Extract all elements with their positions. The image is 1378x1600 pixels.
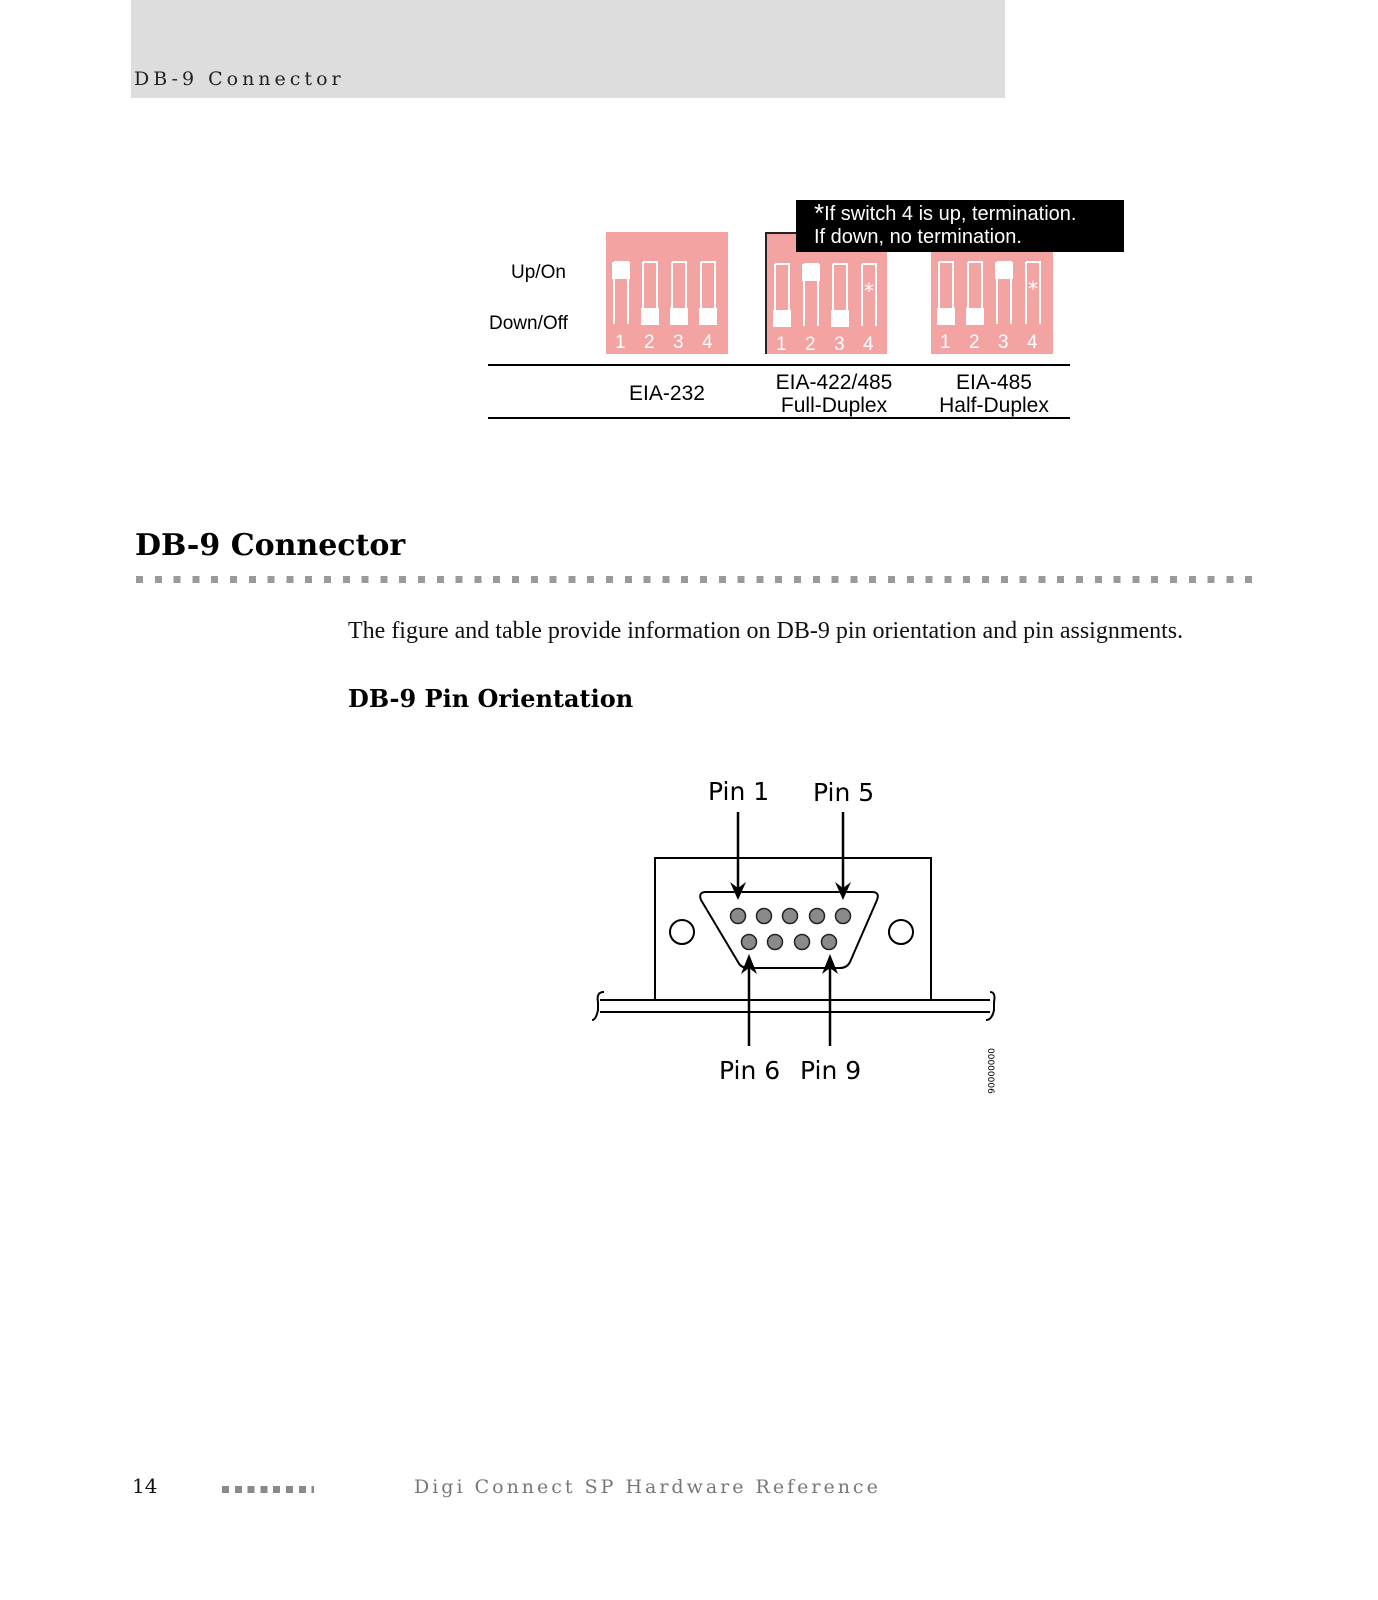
subsection-title: DB-9 Pin Orientation: [348, 684, 634, 713]
pin-1: [729, 907, 747, 925]
pin-9: [820, 933, 838, 951]
dip-switch-3: 3: [831, 263, 849, 355]
panel-break-left: [591, 991, 605, 1021]
note-star: *: [814, 198, 825, 228]
pin6-label: Pin 6: [719, 1056, 780, 1085]
dip-knob-down: [773, 310, 791, 327]
dip-switch-4: 4: [699, 261, 717, 353]
dip-knob-up: [612, 262, 630, 279]
intro-paragraph: The figure and table provide information…: [348, 618, 1184, 644]
left-mounting-hole: [669, 919, 695, 945]
page-number: 14: [132, 1474, 158, 1498]
footer-doc-title: Digi Connect SP Hardware Reference: [414, 1476, 881, 1498]
dip-star-mark: *: [1028, 277, 1038, 301]
pin1-label: Pin 1: [708, 777, 769, 806]
dip-knob-down: [831, 310, 849, 327]
dip-switch-number: 2: [644, 332, 655, 353]
db9-pin-orientation-figure: Pin 1 Pin 5 Pin 6 Pin 9 00000006: [591, 777, 996, 1094]
dip-star-mark: *: [864, 279, 874, 303]
mode-label-eia422-line2: Full-Duplex: [780, 394, 888, 417]
dip-switch-number: 1: [940, 332, 951, 353]
dip-switch-number: 1: [615, 332, 626, 353]
dip-switch-number: 4: [1027, 332, 1038, 353]
dip-switch-3: 3: [995, 261, 1013, 353]
right-mounting-hole: [888, 919, 914, 945]
pin5-label: Pin 5: [813, 778, 874, 807]
dip-switch-2: 2: [802, 263, 820, 355]
bottom-pin-row: [740, 933, 838, 951]
pin-6: [740, 933, 758, 951]
dip-switch-2: 2: [966, 261, 984, 353]
dip-switch-number: 1: [776, 334, 787, 355]
pin-7: [766, 933, 784, 951]
mode-table-bottom-rule: [488, 417, 1070, 419]
up-on-label: Up/On: [511, 262, 566, 283]
figure-code: 00000006: [985, 1048, 995, 1094]
dip-knob-down: [641, 308, 659, 325]
mode-label-eia485-line2: Half-Duplex: [939, 394, 1049, 417]
dip-knob-down: [966, 308, 984, 325]
dip-switch-1: 1: [612, 261, 630, 353]
pin9-arrowhead: [822, 954, 838, 974]
section-dotted-rule: [136, 576, 1262, 583]
pin-5: [834, 907, 852, 925]
termination-note: *If switch 4 is up, termination. If down…: [796, 200, 1124, 252]
section-title: DB-9 Connector: [135, 528, 406, 563]
dip-switch-number: 2: [805, 334, 816, 355]
dip-switch-2: 2: [641, 261, 659, 353]
mode-label-eia422: EIA-422/485 Full-Duplex: [756, 371, 912, 417]
dip-knob-down: [670, 308, 688, 325]
down-off-label: Down/Off: [489, 313, 568, 334]
dip-switch-number: 4: [702, 332, 713, 353]
mode-label-eia232: EIA-232: [629, 382, 705, 405]
dip-switch-number: 4: [863, 334, 874, 355]
dip-knob-down: [937, 308, 955, 325]
dip-switch-number: 3: [834, 334, 845, 355]
dip-knob-up: [995, 262, 1013, 279]
dip-switch-number: 3: [998, 332, 1009, 353]
d-sub-trapezoid: [699, 891, 879, 969]
header-band: [131, 0, 1005, 98]
dip-switch-4: *4: [861, 263, 877, 355]
dip-switch-1: 1: [773, 263, 791, 355]
dip-switch-1: 1: [937, 261, 955, 353]
dip-knob-down: [699, 308, 717, 325]
note-line-1: If switch 4 is up, termination.: [824, 203, 1077, 225]
top-pin-row: [729, 907, 852, 925]
mode-label-eia422-line1: EIA-422/485: [775, 371, 893, 394]
footer-dots: [222, 1486, 314, 1493]
mode-label-eia485: EIA-485 Half-Duplex: [926, 371, 1062, 417]
panel-break-right: [985, 991, 996, 1021]
pin-8: [793, 933, 811, 951]
running-header: DB-9 Connector: [134, 68, 345, 90]
note-line-2: If down, no termination.: [814, 226, 1022, 248]
pin-3: [781, 907, 799, 925]
dip-knob-up: [802, 264, 820, 281]
mode-table-top-rule: [488, 364, 1070, 366]
dip-switch-3: 3: [670, 261, 688, 353]
pin6-arrowhead: [741, 954, 757, 974]
dip-switch-4: *4: [1025, 261, 1041, 353]
mode-label-eia485-line1: EIA-485: [956, 371, 1032, 394]
dip-switch-number: 2: [969, 332, 980, 353]
pin9-label: Pin 9: [800, 1056, 861, 1085]
pin-4: [808, 907, 826, 925]
pin-2: [755, 907, 773, 925]
dip-switch-number: 3: [673, 332, 684, 353]
